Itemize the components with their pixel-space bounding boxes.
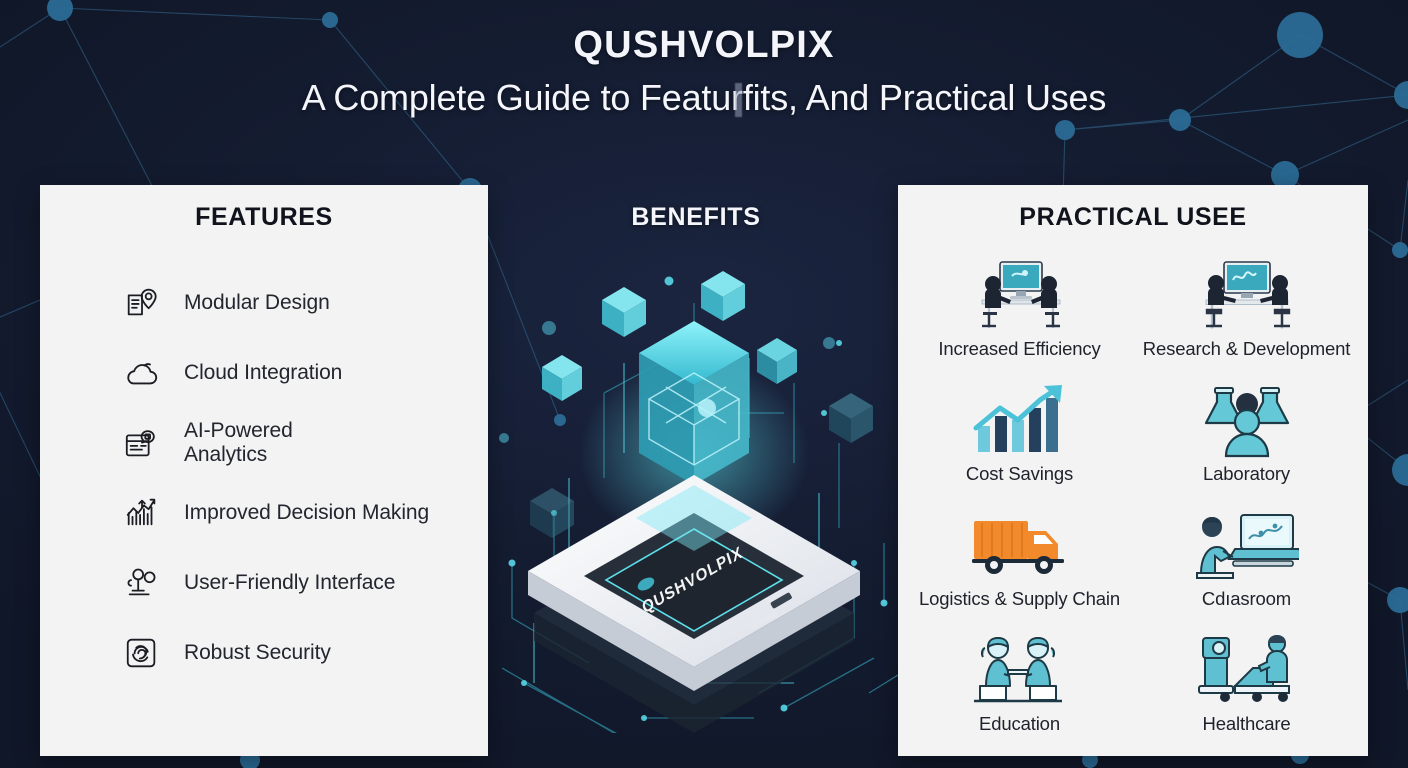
feature-item-robust-security[interactable]: Robust Security bbox=[40, 618, 488, 688]
use-label: Increased Efficiency bbox=[938, 338, 1101, 359]
use-item-healthcare[interactable]: Healthcare bbox=[1133, 629, 1360, 754]
page-subtitle-text: A Complete Guide to Featurfits, And Prac… bbox=[301, 77, 1107, 118]
use-label: Cdıasroom bbox=[1201, 588, 1292, 609]
use-label: Laboratory bbox=[1203, 463, 1290, 484]
person-presentation-icon bbox=[122, 563, 162, 603]
use-item-cost-savings[interactable]: Cost Savings bbox=[906, 379, 1133, 504]
delivery-truck-icon bbox=[966, 504, 1074, 586]
use-item-research-development[interactable]: Research & Development bbox=[1133, 254, 1360, 379]
page-title: QUSHVOLPIX bbox=[573, 24, 835, 66]
feature-label: User-Friendly Interface bbox=[184, 571, 396, 595]
two-students-desk-icon bbox=[966, 629, 1074, 711]
feature-item-improved-decision-making[interactable]: Improved Decision Making bbox=[40, 478, 488, 548]
use-item-laboratory[interactable]: Laboratory bbox=[1133, 379, 1360, 504]
fingerprint-shield-icon bbox=[122, 633, 162, 673]
bar-chart-uptrend-icon bbox=[122, 493, 162, 533]
feature-label: Modular Design bbox=[184, 291, 330, 315]
researchers-desk-monitor-icon bbox=[1193, 254, 1301, 336]
use-label: Education bbox=[979, 713, 1060, 734]
use-label: Research & Development bbox=[1142, 338, 1351, 359]
practical-uses-heading: PRACTICAL USEE bbox=[1019, 203, 1247, 231]
feature-label: Improved Decision Making bbox=[184, 501, 430, 525]
features-heading: FEATURES bbox=[195, 203, 333, 231]
feature-label: Robust Security bbox=[184, 641, 331, 665]
feature-item-user-friendly-interface[interactable]: User-Friendly Interface bbox=[40, 548, 488, 618]
feature-item-modular-design[interactable]: Modular Design bbox=[40, 268, 488, 338]
use-item-education[interactable]: Education bbox=[906, 629, 1133, 754]
use-item-classroom[interactable]: Cdıasroom bbox=[1133, 504, 1360, 629]
student-laptop-icon bbox=[1193, 504, 1301, 586]
feature-label: AI-Powered Analytics bbox=[184, 419, 293, 466]
use-label: Healthcare bbox=[1202, 713, 1291, 734]
medical-scanner-patient-icon bbox=[1193, 629, 1301, 711]
benefits-section: BENEFITS bbox=[499, 185, 898, 756]
use-label: Cost Savings bbox=[965, 463, 1074, 484]
benefits-heading: BENEFITS bbox=[631, 203, 761, 231]
document-location-pin-icon bbox=[122, 283, 162, 323]
feature-item-ai-powered-analytics[interactable]: AI-Powered Analytics bbox=[40, 408, 488, 478]
subtitle-artifact bbox=[735, 83, 742, 117]
features-list: Modular Design Cloud Integration bbox=[40, 268, 488, 688]
features-panel: FEATURES Modular Design bbox=[40, 185, 488, 756]
use-label: Logistics & Supply Chain bbox=[918, 588, 1121, 609]
practical-uses-panel: PRACTICAL USEE bbox=[898, 185, 1368, 756]
two-people-desk-monitor-icon bbox=[966, 254, 1074, 336]
header: QUSHVOLPIX A Complete Guide to Featurfit… bbox=[0, 0, 1408, 119]
cloud-icon bbox=[122, 353, 162, 393]
isometric-device-illustration: QUSHVOLPIX bbox=[499, 271, 898, 733]
use-item-increased-efficiency[interactable]: Increased Efficiency bbox=[906, 254, 1133, 379]
feature-label: Cloud Integration bbox=[184, 361, 343, 385]
feature-item-cloud-integration[interactable]: Cloud Integration bbox=[40, 338, 488, 408]
growth-chart-arrow-icon bbox=[966, 379, 1074, 461]
scientist-flasks-icon bbox=[1193, 379, 1301, 461]
page-subtitle: A Complete Guide to Featurfits, And Prac… bbox=[0, 77, 1408, 119]
practical-uses-grid: Increased Efficiency bbox=[898, 254, 1368, 754]
ai-analytics-card-icon bbox=[122, 423, 162, 463]
use-item-logistics-supply-chain[interactable]: Logistics & Supply Chain bbox=[906, 504, 1133, 629]
